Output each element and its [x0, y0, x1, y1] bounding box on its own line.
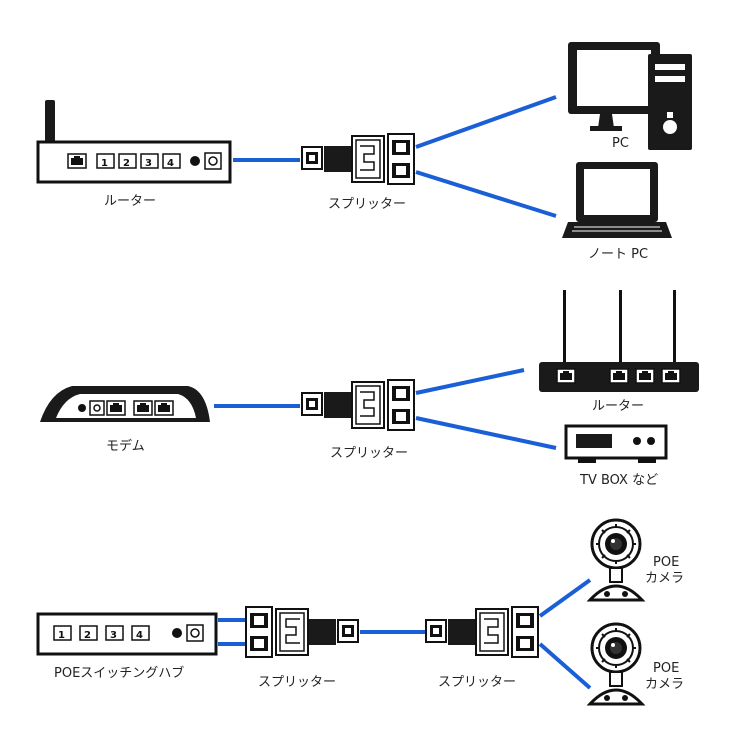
poe-hub-icon: 1 2 3 4 [36, 612, 218, 656]
splitter-icon [246, 607, 358, 657]
router-icon: 1 2 3 4 [36, 100, 232, 184]
camera2-label-line1: POE [653, 661, 679, 676]
hub-port-1: 1 [58, 630, 65, 641]
network-cable [415, 170, 557, 218]
hub-port-4: 4 [136, 630, 143, 641]
poe-camera-icon [588, 622, 644, 706]
router-port-1: 1 [101, 158, 108, 169]
router-port-2: 2 [123, 158, 130, 169]
network-cable [415, 95, 557, 149]
tvbox-label: TV BOX など [579, 473, 658, 488]
section-top: 1 2 3 4 ルーター スプリッター PC [36, 42, 692, 262]
laptop-icon [562, 162, 672, 238]
section-bottom: 1 2 3 4 POEスイッチングハブ スプリッター スプリッター POE カメ… [36, 518, 684, 706]
camera1-label-line1: POE [653, 555, 679, 570]
splitter-right-label: スプリッター [438, 675, 516, 690]
pc-label: PC [612, 136, 629, 151]
splitter-icon [425, 606, 539, 658]
splitter-label: スプリッター [328, 197, 406, 212]
hub-label: POEスイッチングハブ [54, 665, 184, 681]
splitter-icon [301, 379, 415, 431]
network-cable [538, 578, 592, 618]
router-port-3: 3 [145, 158, 152, 169]
modem-icon [40, 386, 210, 422]
splitter-label: スプリッター [330, 446, 408, 461]
tv-box-icon [564, 424, 668, 463]
network-cable [415, 368, 525, 395]
splitter-left-label: スプリッター [258, 675, 336, 690]
network-cable [538, 642, 592, 690]
splitter-icon [301, 133, 415, 185]
network-cable [415, 416, 557, 450]
section-middle: モデム スプリッター ルーター TV BOX など [40, 290, 699, 488]
poe-camera-icon [588, 518, 644, 602]
hub-port-2: 2 [84, 630, 91, 641]
camera2-label-line2: カメラ [645, 677, 684, 692]
camera1-label-line2: カメラ [645, 571, 684, 586]
router-label: ルーター [104, 194, 156, 209]
laptop-label: ノート PC [588, 247, 648, 262]
modem-label: モデム [106, 438, 145, 454]
router-label: ルーター [592, 399, 644, 414]
pc-icon [568, 42, 692, 150]
router-icon [539, 290, 699, 392]
hub-port-3: 3 [110, 630, 117, 641]
router-port-4: 4 [167, 158, 174, 169]
